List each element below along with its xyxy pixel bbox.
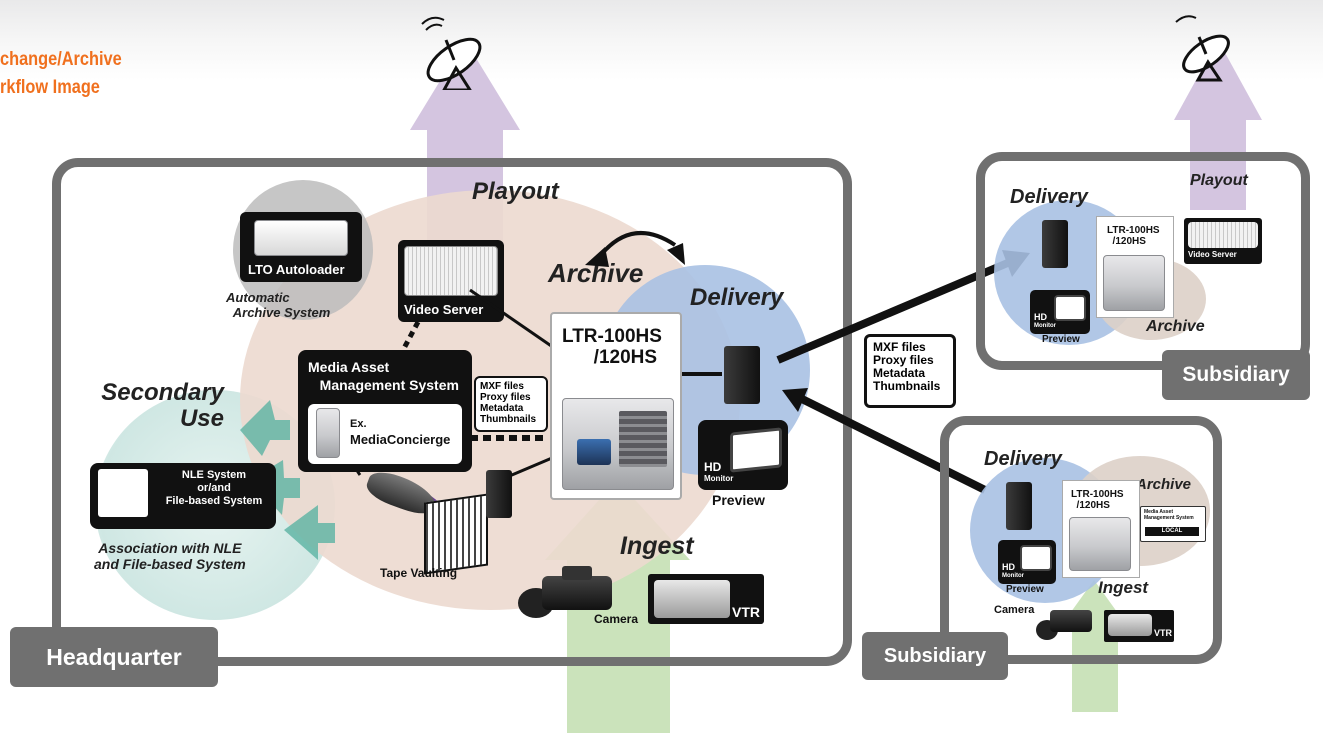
arrow-hq-to-sub-top bbox=[776, 258, 1012, 364]
sub-top-video-server-label: Video Server bbox=[1188, 250, 1237, 259]
sub-bottom-preview-label: Preview bbox=[1006, 584, 1044, 595]
sub-bottom-vtr[interactable]: VTR bbox=[1104, 610, 1174, 642]
video-server-label: Video Server bbox=[404, 302, 484, 317]
sub-bottom-vtr-device bbox=[1108, 614, 1152, 636]
line-server-ltr bbox=[469, 288, 561, 354]
mam-product-label: MediaConcierge bbox=[350, 432, 451, 447]
transfer-files-box: MXF files Proxy files Metadata Thumbnail… bbox=[864, 334, 956, 408]
hq-camera-icon bbox=[518, 566, 618, 626]
ingest-label: Ingest bbox=[620, 532, 694, 560]
sub-top-delivery-label: Delivery bbox=[1010, 186, 1088, 208]
sub-bottom-monitor-label: Monitor bbox=[1002, 573, 1024, 579]
sub-bottom-label: Subsidiary bbox=[862, 632, 1008, 680]
sub-top-playout-arrow bbox=[1174, 40, 1262, 210]
headquarter-label: Headquarter bbox=[10, 627, 218, 687]
hq-vtr[interactable]: VTR bbox=[648, 574, 764, 624]
hq-monitor-label: Monitor bbox=[704, 474, 734, 483]
sub-bottom-camera-label: Camera bbox=[994, 604, 1035, 616]
hq-vtr-device bbox=[654, 580, 730, 618]
mam-server-device bbox=[316, 408, 340, 458]
sub-top-frame bbox=[976, 152, 1310, 370]
secondary-use-label: Secondary Use bbox=[101, 379, 224, 432]
nle-system[interactable]: NLE System or/and File-based System bbox=[90, 463, 276, 529]
archive-cycle-arrow bbox=[585, 231, 685, 267]
automatic-archive-label: Automatic Archive System bbox=[226, 290, 331, 320]
sub-bottom-mam-title: Media Asset Management System bbox=[1144, 509, 1194, 521]
title-line-1: change/Archive bbox=[0, 49, 122, 70]
hq-preview-label: Preview bbox=[712, 492, 765, 508]
secondary-arrow-3 bbox=[284, 505, 335, 560]
sub-bottom-monitor-screen bbox=[1020, 545, 1052, 571]
lto-autoloader-device bbox=[254, 220, 348, 256]
hq-vtr-label: VTR bbox=[732, 604, 760, 620]
sub-bottom-mam-local: LOCAL bbox=[1145, 527, 1199, 536]
hq-hd-monitor[interactable]: HD Monitor bbox=[698, 420, 788, 490]
arrow-sub-bottom-to-hq bbox=[798, 394, 987, 494]
sub-top-archive-label: Archive bbox=[1146, 318, 1205, 335]
sub-bottom-hd-label: HD bbox=[1002, 562, 1015, 572]
sub-bottom-hd-monitor[interactable]: HD Monitor bbox=[998, 540, 1056, 584]
sub-top-playout-label: Playout bbox=[1190, 172, 1248, 189]
sub-top-ltr-label: LTR-100HS /120HS bbox=[1107, 225, 1160, 247]
lto-autoloader-label: LTO Autoloader bbox=[248, 262, 345, 277]
hq-mxf-box: MXF files Proxy files Metadata Thumbnail… bbox=[474, 376, 548, 432]
nle-label: NLE System or/and File-based System bbox=[165, 469, 263, 507]
playout-label: Playout bbox=[472, 178, 559, 205]
sub-top-label: Subsidiary bbox=[1162, 350, 1310, 400]
sub-bottom-ltr-unit[interactable]: LTR-100HS /120HS bbox=[1062, 480, 1140, 578]
sub-bottom-ltr-device bbox=[1069, 517, 1131, 571]
secondary-arrow-1 bbox=[240, 400, 290, 456]
arrowhead-hq bbox=[782, 388, 808, 412]
mam-ex-label: Ex. bbox=[350, 418, 367, 430]
hq-lto-cartridge bbox=[724, 346, 760, 404]
lto-autoloader[interactable]: LTO Autoloader bbox=[240, 212, 362, 282]
sub-top-monitor-screen bbox=[1054, 295, 1086, 321]
ltr-device-panel bbox=[619, 411, 667, 467]
dotted-line-server-mam bbox=[399, 320, 421, 354]
sub-bottom-mam[interactable]: Media Asset Management System LOCAL bbox=[1140, 506, 1206, 542]
diagram-title: change/Archive rkflow Image bbox=[0, 46, 122, 102]
sub-top-ltr-unit[interactable]: LTR-100HS /120HS bbox=[1096, 216, 1174, 318]
sub-top-ltr-device bbox=[1103, 255, 1165, 311]
mam-title: Media Asset Management System bbox=[308, 359, 459, 393]
sub-bottom-ingest-label: Ingest bbox=[1098, 578, 1149, 597]
hq-hd-label: HD bbox=[704, 460, 722, 474]
ltr-model-label: LTR-100HS /120HS bbox=[562, 326, 662, 368]
sub-bottom-vtr-label: VTR bbox=[1154, 628, 1172, 638]
hq-satellite-dish-icon bbox=[421, 16, 482, 90]
sub-top-hd-label: HD bbox=[1034, 312, 1047, 322]
sub-top-video-server-device bbox=[1188, 222, 1258, 248]
ltr-device bbox=[562, 398, 674, 490]
video-server[interactable]: Video Server bbox=[398, 240, 504, 322]
delivery-label: Delivery bbox=[690, 284, 784, 311]
sub-bottom-ltr-label: LTR-100HS /120HS bbox=[1071, 489, 1124, 511]
sub-bottom-frame bbox=[940, 416, 1222, 664]
video-server-device bbox=[404, 246, 498, 296]
mam-product-card: Ex. MediaConcierge bbox=[308, 404, 462, 464]
sub-top-preview-label: Preview bbox=[1042, 334, 1080, 345]
title-line-2: rkflow Image bbox=[0, 77, 100, 98]
sub-top-video-server[interactable]: Video Server bbox=[1184, 218, 1262, 264]
sub-bottom-delivery-label: Delivery bbox=[984, 448, 1062, 470]
sub-top-monitor-label: Monitor bbox=[1034, 323, 1056, 329]
ltr-unit[interactable]: LTR-100HS /120HS bbox=[550, 312, 682, 500]
tape-vaulting-cartridge bbox=[486, 470, 512, 518]
tape-vaulting-label: Tape Vaulting bbox=[380, 566, 458, 580]
headquarter-frame bbox=[52, 158, 852, 666]
association-label: Association with NLE and File-based Syst… bbox=[94, 540, 246, 572]
sub-bottom-cartridge bbox=[1006, 482, 1032, 530]
sub-top-cartridge bbox=[1042, 220, 1068, 268]
hq-camera-label: Camera bbox=[594, 612, 639, 626]
sub-bottom-archive-label: Archive bbox=[1136, 476, 1192, 493]
hq-monitor-screen bbox=[730, 427, 782, 473]
tape-vaulting-shelf bbox=[424, 493, 488, 575]
mam-system[interactable]: Media Asset Management System Ex. MediaC… bbox=[298, 350, 472, 472]
ltr-device-screen bbox=[577, 439, 611, 465]
sub-bottom-camera-icon bbox=[1036, 604, 1096, 644]
nle-computer-icon bbox=[98, 469, 148, 517]
sub-top-satellite-dish-icon bbox=[1175, 15, 1230, 82]
sub-top-hd-monitor[interactable]: HD Monitor bbox=[1030, 290, 1090, 334]
